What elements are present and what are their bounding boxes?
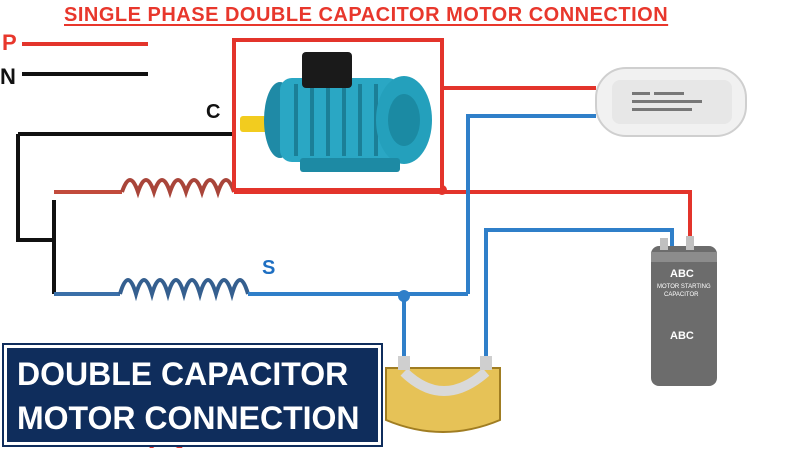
blue-wire-switch-right <box>484 228 674 360</box>
junction-dot-blue <box>398 290 410 302</box>
start-winding-coil <box>118 278 250 302</box>
centrifugal-switch <box>385 356 501 433</box>
start-label: S <box>262 257 276 279</box>
start-cap-line1: MOTOR STARTING <box>657 284 711 290</box>
phase-label: P <box>2 30 17 55</box>
common-wire-left <box>16 134 54 242</box>
banner-line-2: MOTOR CONNECTION <box>17 400 360 436</box>
run-capacitor <box>595 67 747 137</box>
banner-line-1: DOUBLE CAPACITOR <box>17 356 349 392</box>
start-capacitor <box>651 236 717 386</box>
main-winding-coil <box>120 178 236 199</box>
neutral-label: N <box>0 64 16 89</box>
start-cap-brand-2: ABC <box>670 330 694 342</box>
common-label: C <box>206 101 221 123</box>
start-cap-line2: CAPACITOR <box>664 292 699 298</box>
banner: DOUBLE CAPACITOR MOTOR CONNECTION <box>4 345 381 445</box>
blue-wire-run-cap <box>466 114 596 294</box>
page-title: SINGLE PHASE DOUBLE CAPACITOR MOTOR CONN… <box>64 4 669 26</box>
start-cap-brand: ABC <box>670 268 694 280</box>
motor-icon <box>240 52 432 172</box>
